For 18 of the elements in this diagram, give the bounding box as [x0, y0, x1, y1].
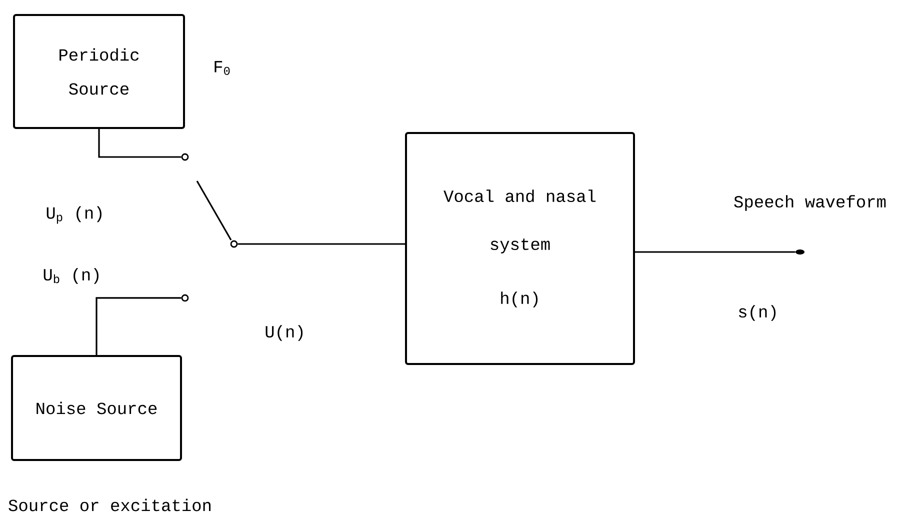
signal-label: Source or excitation — [8, 498, 210, 512]
connector-line — [96, 297, 182, 355]
connector-line — [635, 251, 796, 253]
switch-contact — [230, 240, 238, 248]
connector-line — [98, 129, 182, 158]
signal-label: U$_{p}$ (n) — [46, 206, 102, 224]
signal-label: F$_{0}$ — [214, 61, 230, 75]
block-box: Periodic Source — [13, 14, 185, 129]
signal-label: Speech waveform — [734, 195, 886, 211]
switch-contact — [181, 294, 189, 302]
signal-label: U$_{b}$ (n) — [44, 268, 98, 284]
output-terminal — [796, 250, 804, 254]
signal-label: s(n) — [738, 305, 776, 321]
block-box: Noise Source — [11, 354, 182, 461]
switch-contact — [181, 153, 189, 161]
connector-line — [238, 243, 405, 245]
block-box: Vocal and nasal system h(n) — [405, 132, 635, 365]
signal-label: U(n) — [266, 325, 303, 341]
